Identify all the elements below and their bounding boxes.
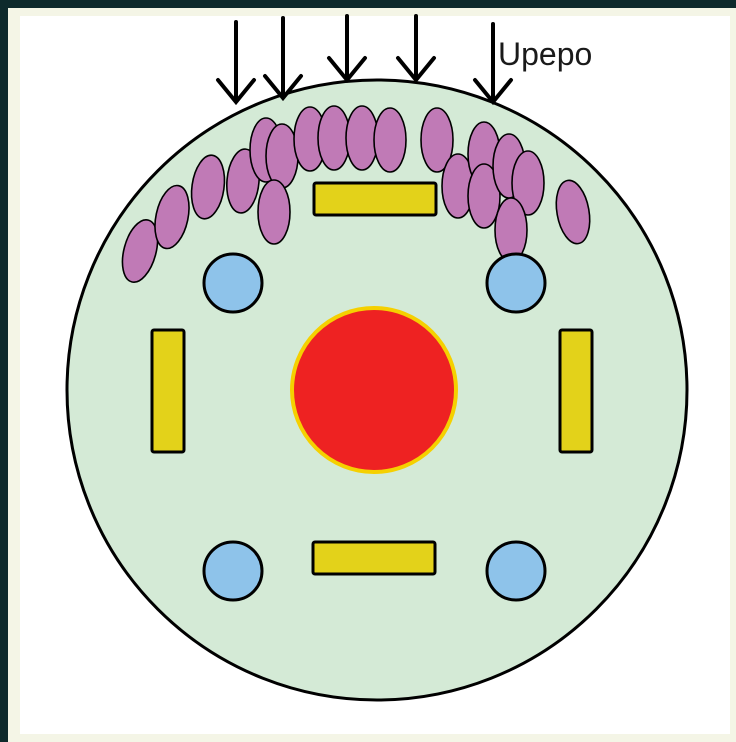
yellow-bar-bottom [313,542,435,574]
wind-arrow [329,16,365,80]
purple-oval [266,124,298,188]
blue-circle-bottom-left [204,542,262,600]
purple-oval [258,180,290,244]
wind-arrow [265,18,301,98]
blue-circle-bottom-right [487,542,545,600]
purple-oval [374,108,406,172]
purple-oval [495,198,527,262]
wind-arrow [218,22,254,102]
blue-circle-top-right [487,254,545,312]
yellow-bar-top [314,183,436,215]
wind-arrow [398,16,434,80]
purple-oval [346,106,378,170]
yellow-bar-left [152,330,184,452]
wind-label: Upepo [498,38,592,70]
blue-circle-top-left [204,254,262,312]
yellow-bar-right [560,330,592,452]
nucleus [292,308,456,472]
